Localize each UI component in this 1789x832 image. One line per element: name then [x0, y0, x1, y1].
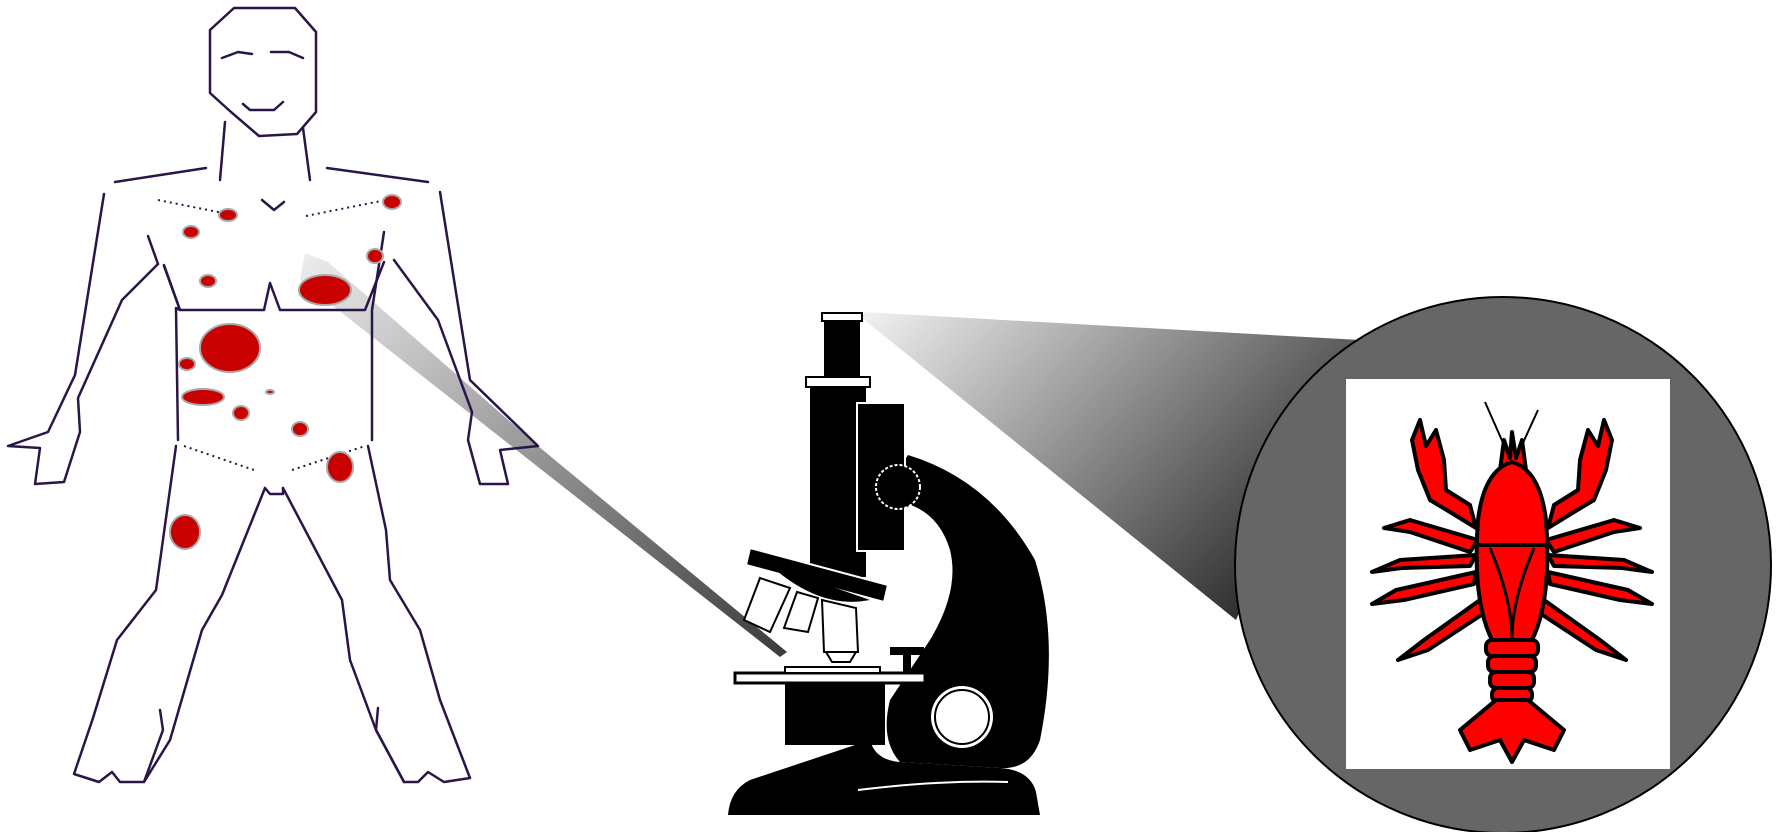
lesion: [170, 515, 200, 549]
lesion: [200, 275, 216, 287]
lesion: [327, 452, 353, 482]
lesion: [367, 249, 383, 263]
lesion: [233, 406, 249, 420]
lesion: [383, 195, 401, 209]
magnified-view: [1235, 297, 1771, 832]
microscope-stage: [735, 673, 925, 683]
lesion: [200, 324, 260, 372]
lesions: [170, 195, 401, 549]
objective: [744, 578, 790, 632]
lesion: [292, 422, 308, 436]
body-dotted-lines: [158, 200, 386, 470]
lesion: [182, 389, 224, 405]
lesion: [266, 390, 274, 394]
eyepiece: [822, 313, 862, 321]
objective: [784, 592, 818, 632]
objective: [822, 600, 858, 652]
lesion: [219, 209, 237, 221]
crayfish-carapace: [1477, 462, 1548, 640]
lesion: [183, 226, 199, 238]
lesion: [179, 358, 195, 370]
lesion: [299, 275, 351, 305]
